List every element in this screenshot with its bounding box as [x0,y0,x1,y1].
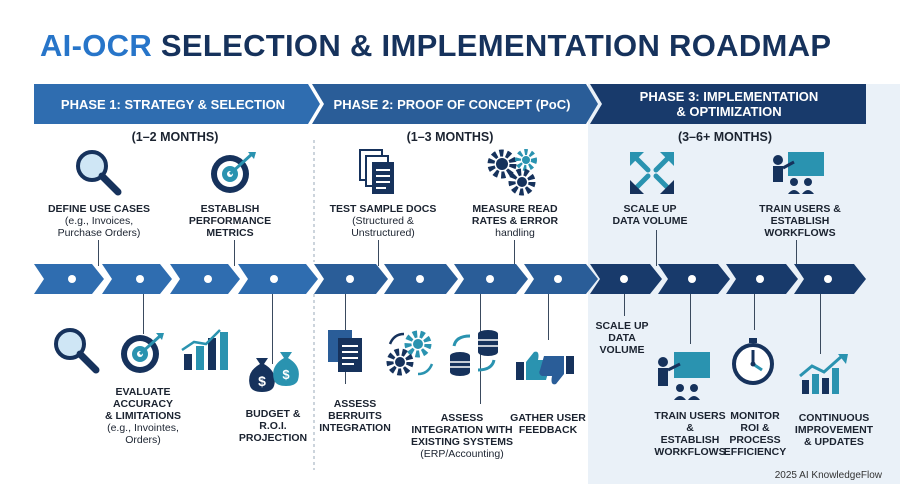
target-icon [121,333,164,373]
connector-line [143,292,144,334]
phase3-duration: (3–6+ MONTHS) [677,130,773,144]
documents-icon [328,330,362,372]
phase2-label: PHASE 2: PROOF OF CONCEPT (PoC) [333,97,571,112]
bar-chart-icon [181,329,228,370]
connector-line [272,292,273,364]
page-title: AI-OCR SELECTION & IMPLEMENTATION ROADMA… [40,28,832,63]
connector-line [514,240,515,266]
connector-line [98,240,99,266]
phase3-label: PHASE 3: IMPLEMENTATION& OPTIMIZATION [639,89,819,119]
gears-icon [487,149,537,196]
phase1-duration: (1–2 MONTHS) [131,130,219,144]
gears-icon [386,330,434,376]
connector-line [548,292,549,340]
connector-line [820,292,821,354]
footer-credit: 2025 AI KnowledgeFlow [774,470,882,481]
presentation-icon [658,352,710,400]
thumbs-icon [516,351,574,385]
magnifier-icon [54,328,100,374]
documents-icon [359,149,394,194]
connector-line [624,292,625,316]
phase2-duration: (1–3 MONTHS) [406,130,494,144]
connector-line [796,240,797,266]
presentation-icon [773,152,824,194]
magnifier-icon [76,150,122,196]
phase1-label: PHASE 1: STRATEGY & SELECTION [60,97,286,112]
money-bags-icon: $ $ [249,352,299,392]
phase1-banner [34,84,320,124]
expand-arrows-icon [630,152,674,194]
top-label-define-use-cases: DEFINE USE CASES(e.g., Invoices,Purchase… [47,203,151,239]
svg-text:$: $ [282,367,290,382]
target-icon [211,152,256,193]
connector-line [656,230,657,266]
connector-line [690,292,691,344]
timeline [34,264,866,294]
growth-chart-icon [799,354,848,394]
connector-line [234,240,235,266]
top-label-test-sample-docs: TEST SAMPLE DOCS(Structured &Unstructure… [329,203,437,239]
stopwatch-icon [732,338,774,385]
phase-banner [34,84,866,124]
connector-line [754,292,755,330]
database-sync-icon [450,330,498,376]
svg-text:$: $ [258,373,266,389]
timeline-chevrons [34,264,866,294]
bottom-label-budget-roi: BUDGET &R.O.I.PROJECTION [238,408,308,444]
connector-line [378,240,379,266]
timeline-dots [68,275,832,283]
phase2-banner [312,84,598,124]
phase3-banner [590,84,866,124]
